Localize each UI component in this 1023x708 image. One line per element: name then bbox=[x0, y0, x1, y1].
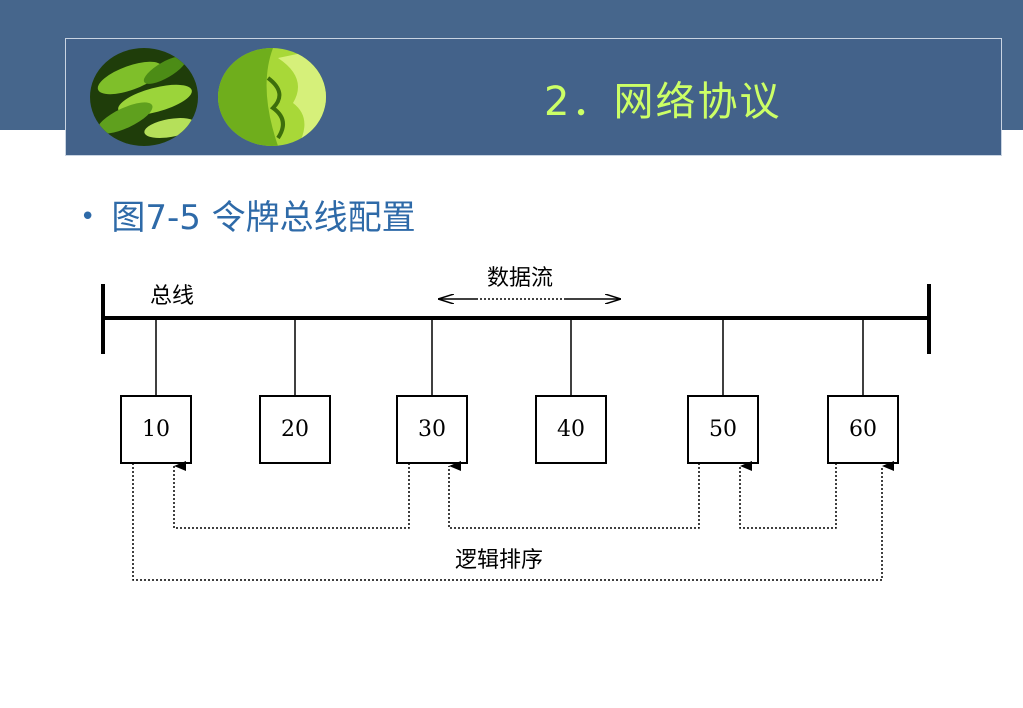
bullet-dot: • bbox=[80, 202, 96, 232]
bullet-text: 图7-5 令牌总线配置 bbox=[111, 198, 416, 238]
logical-order-label: 逻辑排序 bbox=[455, 548, 543, 573]
station-label-40: 40 bbox=[557, 417, 585, 442]
station-box-30 bbox=[396, 395, 468, 464]
data-flow-label: 数据流 bbox=[487, 266, 553, 291]
leaf-image-right bbox=[218, 48, 326, 146]
bus-label: 总线 bbox=[150, 284, 194, 309]
station-label-20: 20 bbox=[281, 417, 309, 442]
station-box-40 bbox=[535, 395, 607, 464]
station-box-10 bbox=[120, 395, 192, 464]
station-box-50 bbox=[687, 395, 759, 464]
logical-link-50-to-30 bbox=[448, 461, 700, 529]
bullet-item: • 图7-5 令牌总线配置 bbox=[80, 190, 416, 239]
station-box-20 bbox=[259, 395, 331, 464]
station-label-50: 50 bbox=[709, 417, 737, 442]
station-label-10: 10 bbox=[142, 417, 170, 442]
station-box-60 bbox=[827, 395, 899, 464]
station-label-60: 60 bbox=[849, 417, 877, 442]
leaf-image-left bbox=[90, 48, 198, 146]
station-label-30: 30 bbox=[418, 417, 446, 442]
title-panel: 2．网络协议 bbox=[65, 38, 1002, 156]
slide-title: 2．网络协议 bbox=[544, 79, 782, 125]
logical-link-60-to-50 bbox=[739, 461, 837, 529]
logical-link-30-to-10 bbox=[173, 461, 410, 529]
